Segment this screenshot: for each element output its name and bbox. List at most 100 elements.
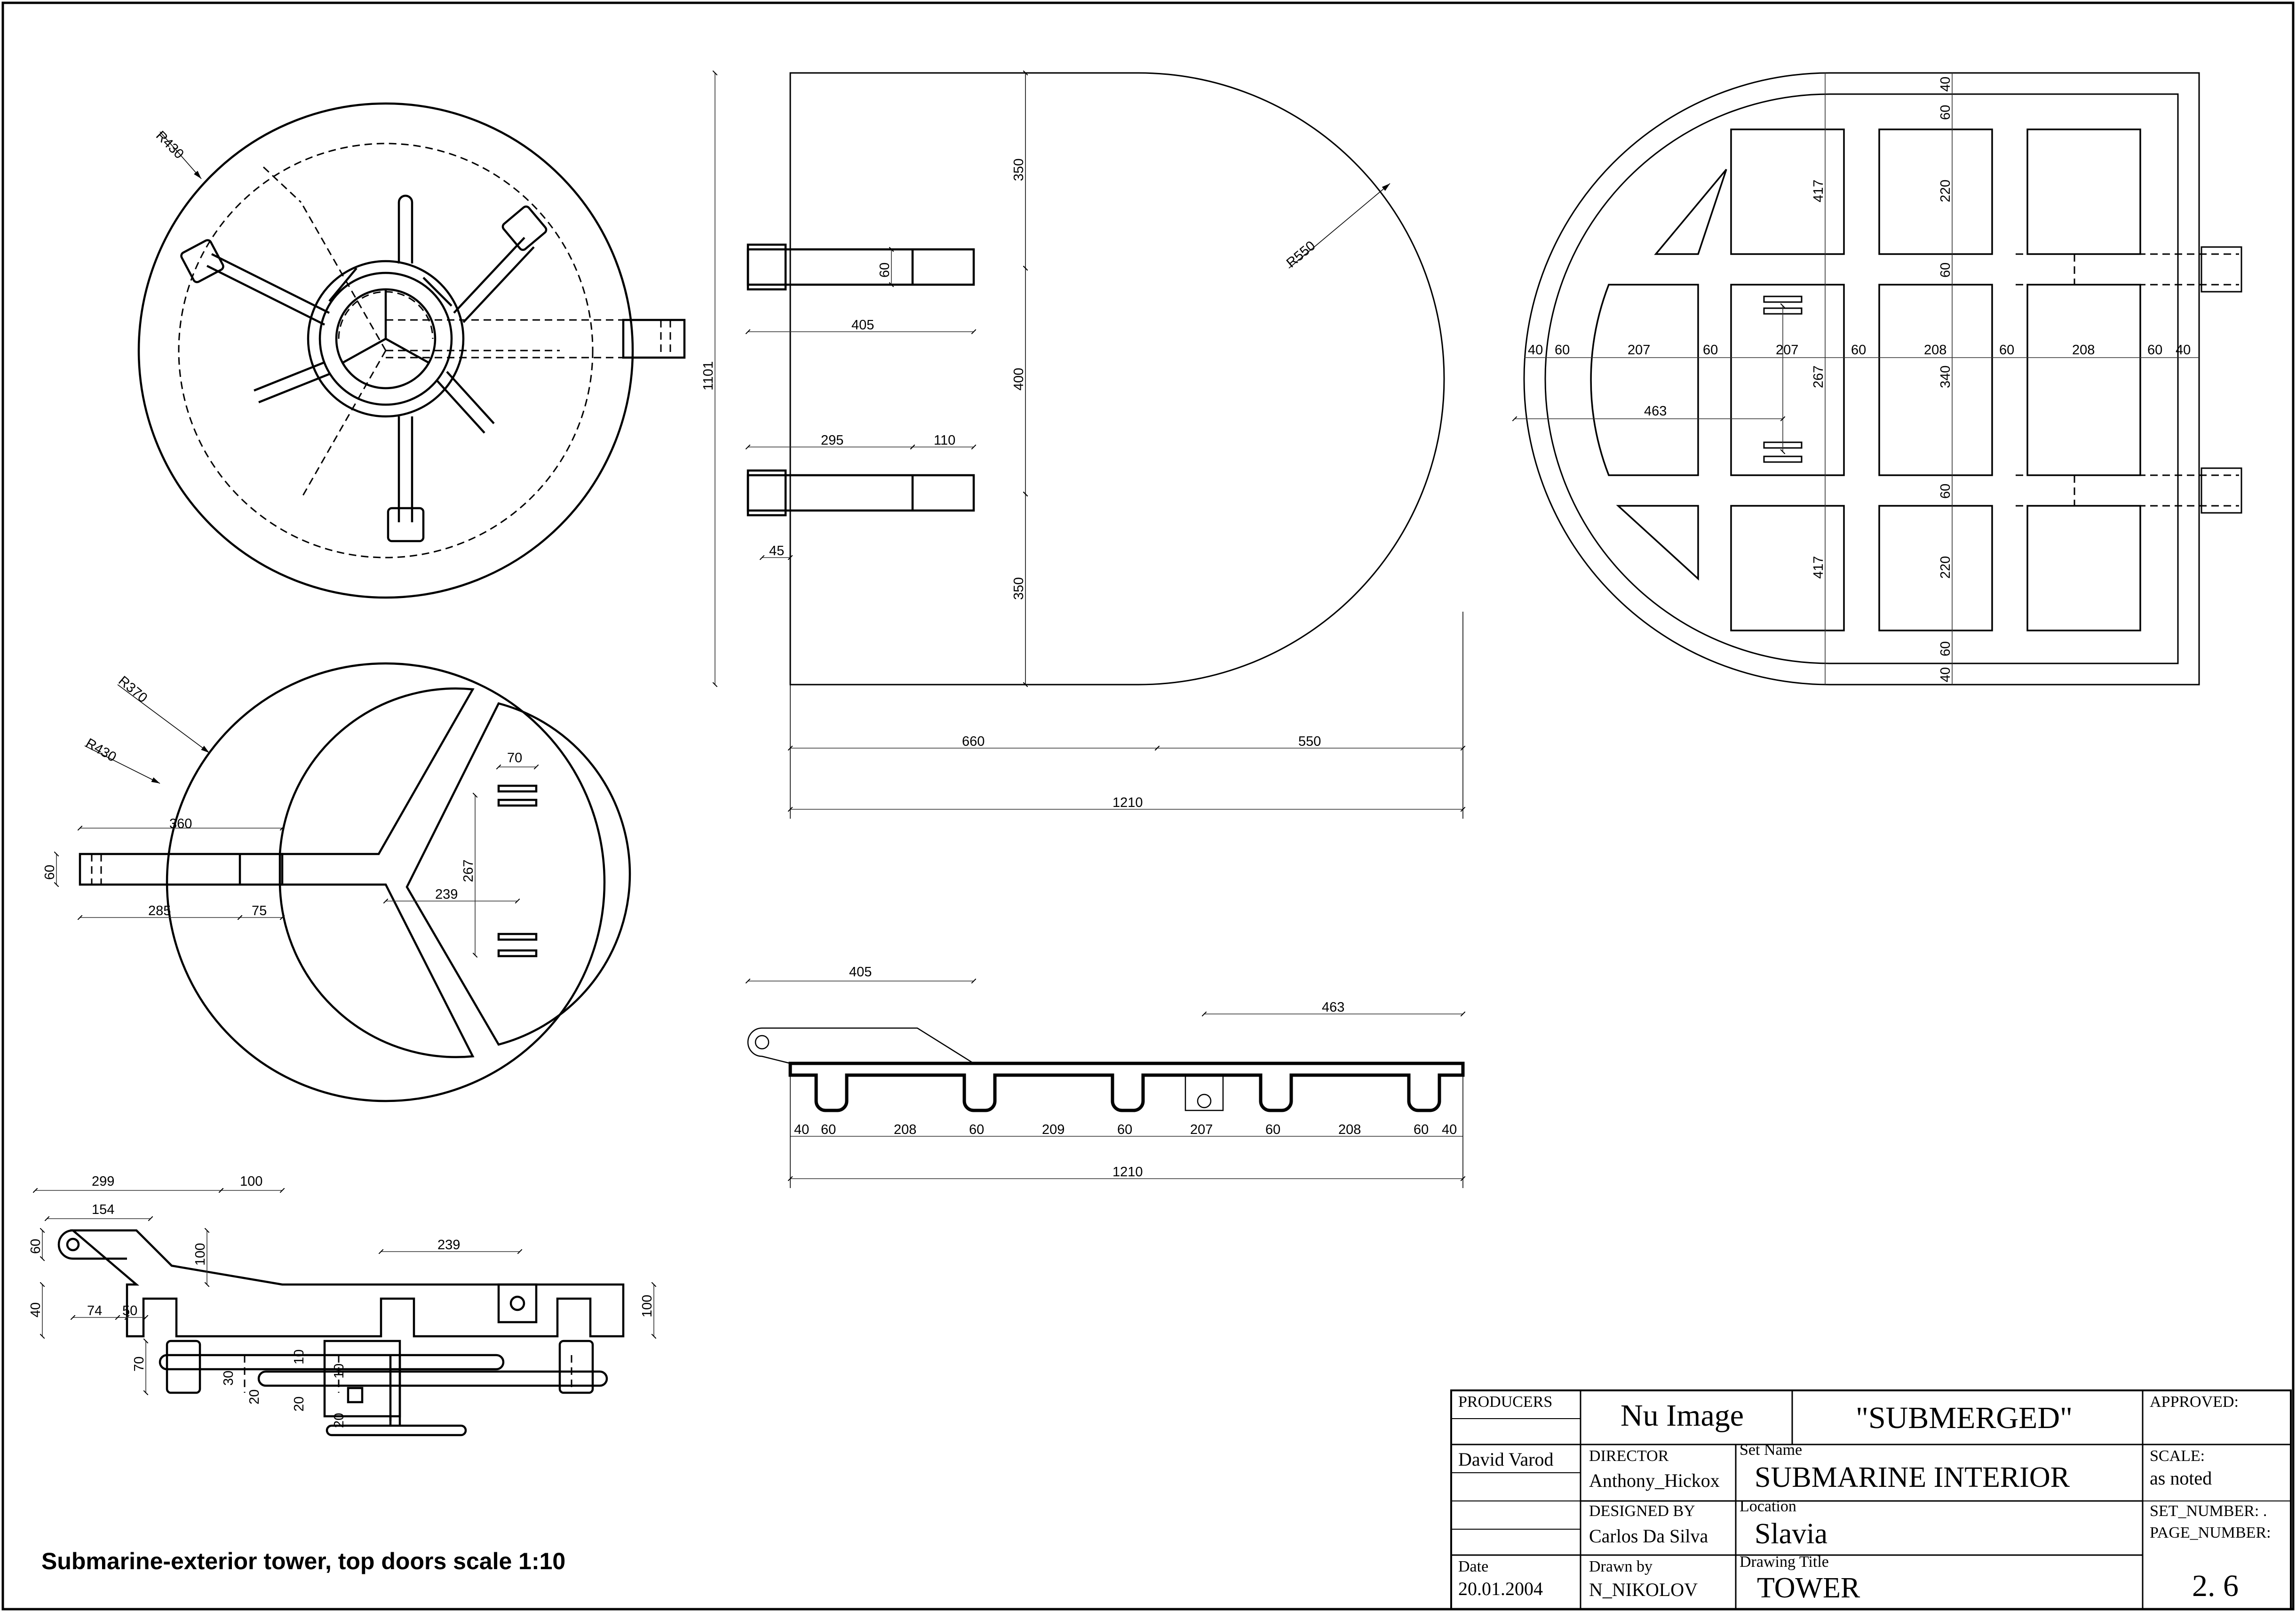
scale-value: as noted (2150, 1468, 2212, 1489)
scale-label: SCALE: (2150, 1447, 2205, 1465)
dim-1210-plan: 1210 (1112, 795, 1143, 810)
dim-660: 660 (962, 734, 985, 749)
dim-60-frame: 60 (42, 865, 57, 880)
dim-r550: R550 (1284, 238, 1319, 271)
dim-405-plan: 405 (851, 318, 874, 333)
film-title: "SUBMERGED" (1856, 1401, 2073, 1435)
sdim-40-l: 40 (794, 1122, 809, 1137)
dim-45: 45 (769, 543, 784, 559)
sdim-60-2: 60 (969, 1122, 984, 1137)
sdim-60-1: 60 (821, 1122, 836, 1137)
fdim-h463: 463 (1644, 404, 1667, 419)
sdim-463: 463 (1322, 1000, 1344, 1015)
sdim-1210: 1210 (1112, 1165, 1143, 1180)
dim-110: 110 (934, 433, 955, 448)
sdim-208-2: 208 (1338, 1122, 1361, 1137)
handle-spokes (180, 194, 548, 543)
approved-label: APPROVED: (2150, 1393, 2239, 1411)
set-name: SUBMARINE INTERIOR (1755, 1461, 2070, 1493)
fdim-h40-r: 40 (2176, 343, 2191, 358)
fdim-h60-4: 60 (1999, 343, 2014, 358)
dim-400: 400 (1011, 368, 1026, 391)
hatch-frame-view: 360 60 285 75 70 267 239 R370 R430 (42, 662, 631, 1102)
producer-name: Nu Image (1621, 1398, 1744, 1433)
dim-100-mid: 100 (193, 1243, 208, 1266)
dim-295: 295 (821, 433, 843, 448)
sdim-60-3: 60 (1117, 1122, 1132, 1137)
page-number: 2. 6 (2192, 1569, 2239, 1603)
fdim-v267: 267 (1811, 366, 1826, 388)
dim-285: 285 (148, 903, 171, 918)
dim-30-side: 30 (221, 1371, 236, 1386)
location: Slavia (1755, 1518, 1827, 1550)
fdim-h60-3: 60 (1851, 343, 1866, 358)
dim-10b-side: 10 (332, 1364, 347, 1379)
drawing-caption: Submarine-exterior tower, top doors scal… (41, 1548, 565, 1574)
dim-1101: 1101 (701, 361, 716, 391)
sdim-207: 207 (1190, 1122, 1213, 1137)
drawn-by-label: Drawn by (1589, 1558, 1652, 1575)
page-number-label: PAGE_NUMBER: (2150, 1524, 2271, 1541)
hatch-side-view: 299 100 154 60 100 239 40 74 50 100 70 3… (28, 1174, 655, 1436)
designer-name: Carlos Da Silva (1589, 1525, 1708, 1547)
dim-20b-side: 20 (292, 1397, 307, 1412)
fdim-v60-2: 60 (1938, 263, 1953, 278)
dim-100-right: 100 (640, 1295, 655, 1317)
sdim-405: 405 (849, 965, 872, 980)
door-frame-view: 40 60 220 60 340 60 220 60 40 417 267 41… (1515, 72, 2242, 686)
set-name-label: Set Name (1740, 1441, 1802, 1459)
drawing-title-label: Drawing Title (1740, 1553, 1829, 1571)
dim-550: 550 (1298, 734, 1321, 749)
fdim-v417-bottom: 417 (1811, 556, 1826, 579)
fdim-h60-5: 60 (2147, 343, 2162, 358)
fdim-v40-top: 40 (1938, 77, 1953, 92)
fdim-h207-2: 207 (1776, 343, 1798, 358)
dim-50: 50 (122, 1303, 137, 1318)
fdim-v220-bottom: 220 (1938, 556, 1953, 579)
producer-person: David Varod (1458, 1449, 1554, 1470)
fdim-h40-l: 40 (1528, 343, 1543, 358)
door-section-view: 405 463 40 60 208 60 209 60 207 60 208 6… (748, 965, 1463, 1188)
door-plan-view: 1101 350 400 350 60 405 295 110 45 R550 … (701, 73, 1463, 819)
dim-75: 75 (252, 903, 267, 918)
sdim-40-r: 40 (1442, 1122, 1457, 1137)
drawn-by: N_NIKOLOV (1589, 1579, 1698, 1600)
dim-60-plan: 60 (877, 263, 892, 278)
director-name: Anthony_Hickox (1589, 1470, 1720, 1491)
designed-by-label: DESIGNED BY (1589, 1502, 1695, 1520)
dim-100-top: 100 (240, 1174, 262, 1189)
fdim-v417-top: 417 (1811, 180, 1826, 202)
dim-70-frame: 70 (507, 750, 522, 766)
fdim-h208-2: 208 (2072, 343, 2095, 358)
dim-299: 299 (92, 1174, 114, 1189)
dim-40-side: 40 (28, 1302, 43, 1317)
fdim-v60-4: 60 (1938, 641, 1953, 656)
location-label: Location (1740, 1498, 1796, 1515)
fdim-h60-2: 60 (1703, 343, 1718, 358)
sdim-208-1: 208 (894, 1122, 916, 1137)
dim-74: 74 (87, 1303, 102, 1318)
hatch-top-view: R430 (137, 102, 686, 599)
dim-70-side: 70 (132, 1357, 147, 1372)
set-number-label: SET_NUMBER: . (2150, 1502, 2267, 1520)
dim-267-frame: 267 (461, 860, 476, 882)
fdim-v340: 340 (1938, 366, 1953, 388)
dim-350-top: 350 (1011, 159, 1026, 181)
dim-20c-side: 20 (332, 1413, 347, 1428)
fdim-h208-1: 208 (1924, 343, 1946, 358)
dim-350-bottom: 350 (1011, 577, 1026, 600)
sdim-209: 209 (1042, 1122, 1065, 1137)
date-label: Date (1458, 1558, 1488, 1575)
dim-154: 154 (92, 1202, 114, 1217)
fdim-v220-top: 220 (1938, 180, 1953, 202)
fdim-v40-bottom: 40 (1938, 667, 1953, 682)
sdim-60-4: 60 (1265, 1122, 1280, 1137)
dim-10a-side: 10 (292, 1349, 307, 1365)
dim-239-frame: 239 (435, 887, 458, 902)
producers-label: PRODUCERS (1458, 1393, 1552, 1411)
title-block: PRODUCERS Nu Image "SUBMERGED" APPROVED:… (1450, 1389, 2292, 1610)
dim-r370: R370 (116, 673, 151, 706)
fdim-h60-1: 60 (1555, 343, 1570, 358)
